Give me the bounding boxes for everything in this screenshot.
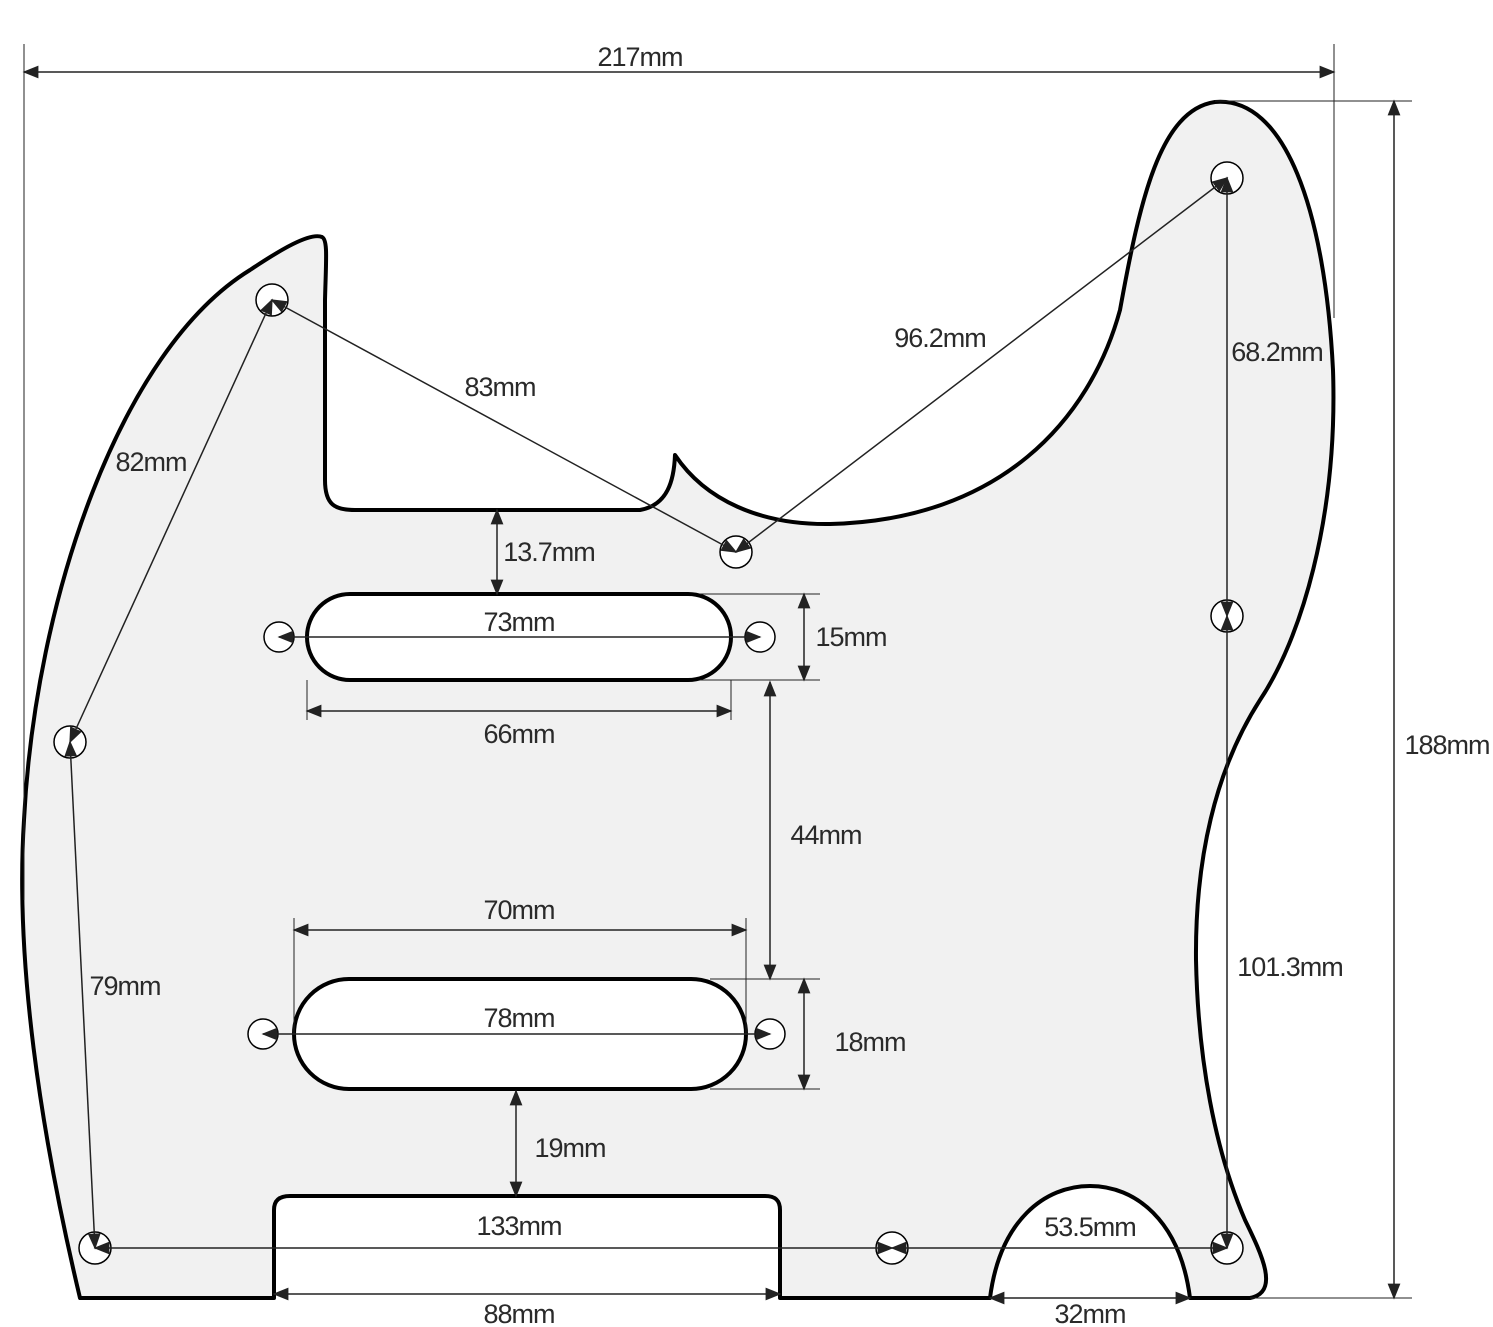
label-pickup1-screws: 73mm <box>483 607 554 637</box>
dimension-labels: 217mm 188mm 83mm 96.2mm 68.2mm 101.3mm 8… <box>89 42 1490 1327</box>
pickguard-outline <box>20 99 1336 1300</box>
label-left-upper: 82mm <box>115 447 186 477</box>
label-pickup-spacing: 44mm <box>790 820 861 850</box>
label-bottom-screws: 133mm <box>476 1211 561 1241</box>
label-jack-width: 32mm <box>1054 1299 1125 1327</box>
dim-neck-to-screw <box>270 299 738 553</box>
label-total-height: 188mm <box>1404 730 1489 760</box>
dim-horn-to-screw <box>734 177 1229 553</box>
label-jack-span: 53.5mm <box>1044 1212 1136 1242</box>
label-gap-bridge: 19mm <box>534 1133 605 1163</box>
label-left-lower: 79mm <box>89 971 160 1001</box>
dim-left-lower <box>64 740 101 1250</box>
label-right-lower: 101.3mm <box>1237 952 1343 982</box>
label-neck-to-screw: 83mm <box>464 372 535 402</box>
label-bridge-width: 88mm <box>483 1299 554 1327</box>
label-pickup1-height: 15mm <box>815 622 886 652</box>
label-pickup2-screws: 78mm <box>483 1003 554 1033</box>
label-gap-neck: 13.7mm <box>503 537 595 567</box>
label-right-upper: 68.2mm <box>1231 337 1323 367</box>
label-total-width: 217mm <box>597 42 682 72</box>
label-pickup1-width: 66mm <box>483 719 554 749</box>
dimension-lines <box>22 65 1401 1305</box>
dim-left-upper <box>69 298 273 744</box>
label-pickup2-height: 18mm <box>834 1027 905 1057</box>
label-pickup2-width: 70mm <box>483 895 554 925</box>
label-horn-to-screw: 96.2mm <box>894 323 986 353</box>
